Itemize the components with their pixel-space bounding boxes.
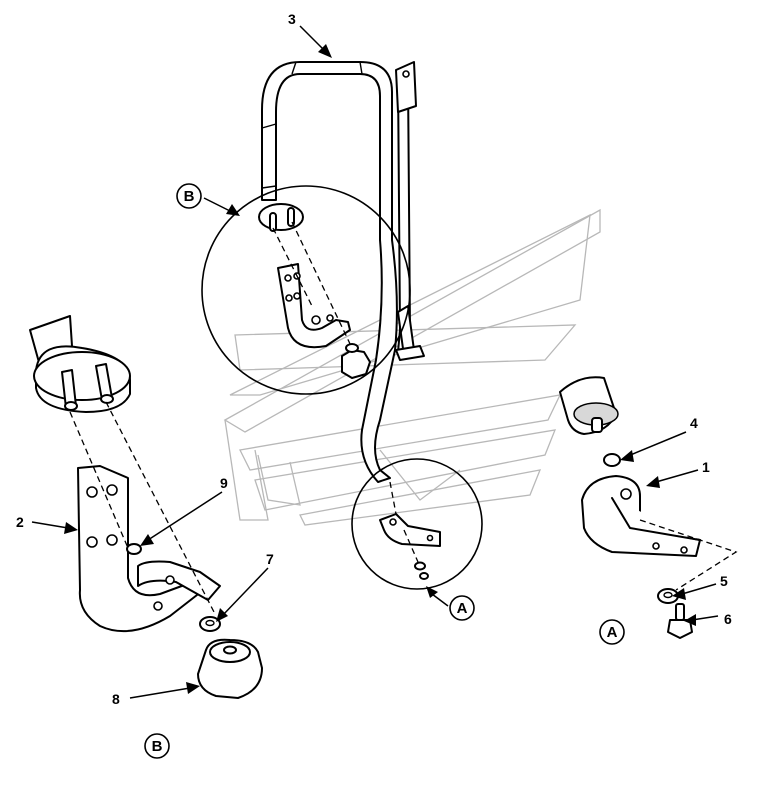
callout-4: 4 <box>690 415 698 431</box>
callout-1: 1 <box>702 459 710 475</box>
callout-2: 2 <box>16 514 24 530</box>
callout-7: 7 <box>266 551 274 567</box>
svg-text:A: A <box>457 600 468 617</box>
detail-marker-a-main: A <box>449 595 475 621</box>
watermark-logo <box>223 208 601 526</box>
detail-marker-b-main: B <box>176 183 202 209</box>
detail-b-exploded-view <box>29 315 263 699</box>
detail-marker-b-detail: B <box>144 733 170 759</box>
callout-9: 9 <box>220 475 228 491</box>
callout-3: 3 <box>288 11 296 27</box>
svg-text:B: B <box>152 738 163 755</box>
detail-circle-b <box>201 185 411 395</box>
callout-8: 8 <box>112 691 120 707</box>
callout-leaders <box>31 25 719 699</box>
svg-text:A: A <box>607 624 618 641</box>
callout-5: 5 <box>720 573 728 589</box>
detail-circle-a <box>351 458 483 590</box>
detail-marker-a-detail: A <box>599 619 625 645</box>
callout-6: 6 <box>724 611 732 627</box>
svg-text:B: B <box>184 188 195 205</box>
detail-a-exploded-view <box>559 376 738 639</box>
